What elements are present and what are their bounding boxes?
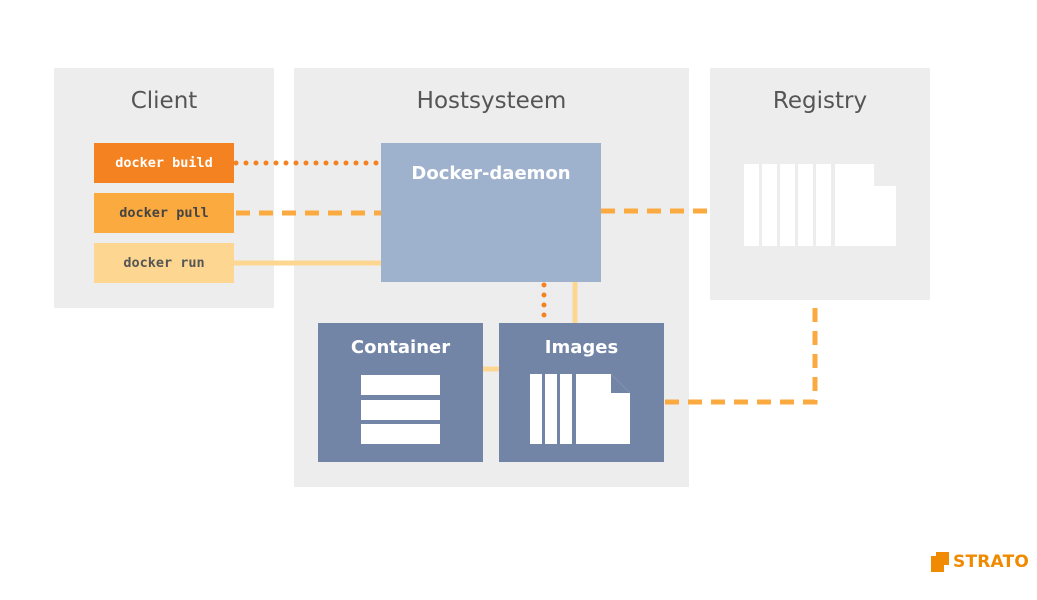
docker-daemon-box: Docker-daemon — [381, 143, 601, 282]
images-label: Images — [544, 337, 619, 358]
container-label: Container — [350, 337, 451, 358]
container-stack-icon — [361, 375, 440, 444]
client-title: Client — [130, 88, 198, 114]
images-registry-connector — [665, 300, 818, 405]
registry-title: Registry — [772, 88, 868, 114]
strato-logo-text: STRATO — [953, 552, 1030, 572]
strato-logo: STRATO — [931, 552, 1029, 572]
docker-daemon-label: Docker-daemon — [411, 163, 571, 184]
images-box: Images — [499, 323, 664, 462]
docker-run-command: docker run — [94, 243, 234, 283]
strato-logo-icon — [931, 552, 949, 572]
registry-layers-icon — [744, 164, 896, 246]
docker-pull-command: docker pull — [94, 193, 234, 233]
image-layers-icon — [530, 374, 630, 444]
host-title: Hostsysteem — [416, 88, 567, 114]
docker-build-command: docker build — [94, 143, 234, 183]
container-box: Container — [318, 323, 483, 462]
